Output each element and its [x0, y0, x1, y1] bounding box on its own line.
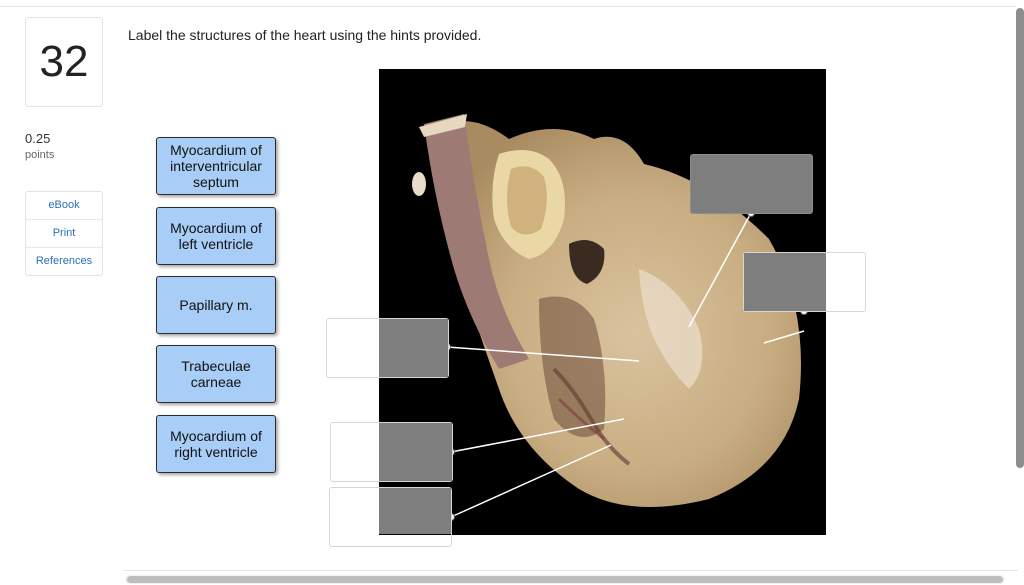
print-link[interactable]: Print — [26, 220, 102, 248]
label-myocardium-right-ventricle[interactable]: Myocardium of right ventricle — [156, 415, 276, 473]
drop-target-4-fill — [379, 423, 452, 481]
drop-target-2[interactable] — [743, 252, 866, 312]
drop-target-2-fill — [744, 253, 826, 311]
vertical-scrollbar[interactable] — [1016, 8, 1024, 468]
content-bottom-border — [123, 570, 1018, 571]
drop-target-1-fill — [691, 155, 812, 213]
label-myocardium-left-ventricle[interactable]: Myocardium of left ventricle — [156, 207, 276, 265]
drop-target-3-fill — [379, 319, 448, 377]
drop-target-4[interactable] — [330, 422, 453, 482]
label-trabeculae-carneae[interactable]: Trabeculae carneae — [156, 345, 276, 403]
question-prompt: Label the structures of the heart using … — [128, 27, 482, 43]
tools-panel: eBook Print References — [25, 191, 103, 276]
drop-target-5-fill — [379, 488, 451, 534]
drop-target-3[interactable] — [326, 318, 449, 378]
ebook-link[interactable]: eBook — [26, 192, 102, 220]
question-number: 32 — [25, 17, 103, 107]
points-label: points — [25, 149, 55, 161]
label-myocardium-interventricular-septum[interactable]: Myocardium of interventricular septum — [156, 137, 276, 195]
label-papillary-muscle[interactable]: Papillary m. — [156, 276, 276, 334]
drop-target-1[interactable] — [690, 154, 813, 214]
horizontal-scrollbar-thumb[interactable] — [127, 576, 1003, 583]
top-divider — [0, 6, 1016, 7]
drop-target-5[interactable] — [329, 487, 452, 547]
references-link[interactable]: References — [35, 255, 93, 267]
points-value: 0.25 — [25, 131, 51, 146]
